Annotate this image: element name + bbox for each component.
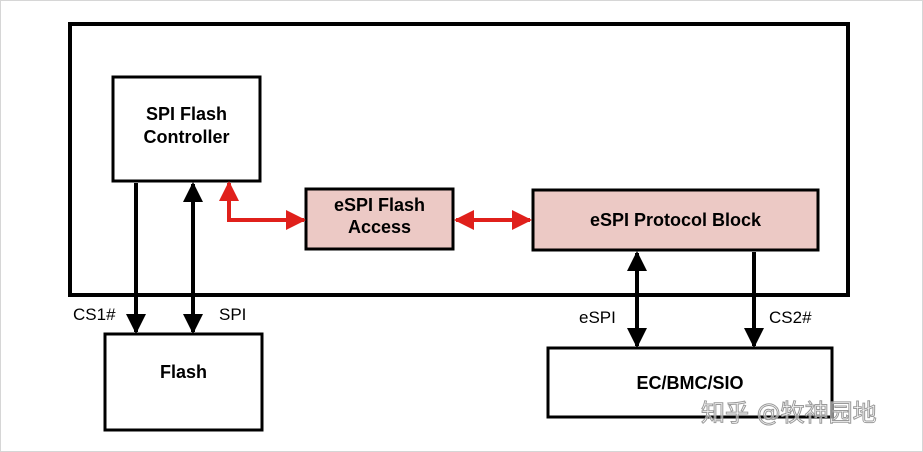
espi-protocol-block-box: eSPI Protocol Block bbox=[531, 188, 820, 252]
controller-to-flash-access-arrow bbox=[219, 181, 306, 230]
spi-signal-label: SPI bbox=[219, 305, 246, 324]
flash-box: Flash bbox=[103, 332, 264, 432]
espi-signal-label: eSPI bbox=[579, 308, 616, 327]
flash-label: Flash bbox=[160, 362, 207, 382]
espi-protocol-block-label: eSPI Protocol Block bbox=[590, 210, 762, 230]
watermark-text: 知乎 @牧神园地 bbox=[701, 399, 877, 427]
spi-flash-controller-label-line1: SPI Flash bbox=[146, 104, 227, 124]
cs2-signal-label: CS2# bbox=[769, 308, 812, 327]
cs1-signal-label: CS1# bbox=[73, 305, 116, 324]
ec-bmc-sio-box: EC/BMC/SIO bbox=[546, 346, 834, 419]
host-boundary bbox=[68, 22, 850, 297]
espi-flash-access-label-line1: eSPI Flash bbox=[334, 195, 425, 215]
spi-flash-controller-box: SPI Flash Controller bbox=[111, 75, 262, 183]
spi-flash-controller-label-line2: Controller bbox=[143, 127, 229, 147]
espi-flash-access-box: eSPI Flash Access bbox=[304, 187, 455, 251]
ec-bmc-sio-label: EC/BMC/SIO bbox=[636, 373, 743, 393]
espi-flash-access-label-line2: Access bbox=[348, 217, 411, 237]
